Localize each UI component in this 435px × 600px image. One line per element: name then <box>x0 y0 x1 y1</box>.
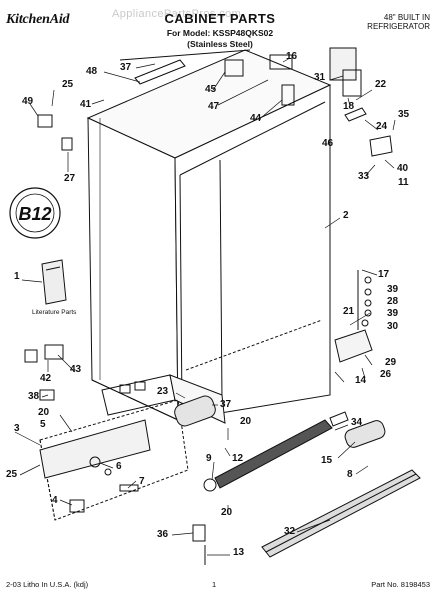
callout-28: 28 <box>387 296 399 307</box>
callout-20: 20 <box>38 407 50 418</box>
callout-37: 37 <box>120 62 132 73</box>
toe-grille <box>214 411 349 489</box>
literature-pack <box>41 259 67 305</box>
callout-25: 25 <box>6 469 18 480</box>
callout-44: 44 <box>250 113 262 124</box>
callout-24: 24 <box>376 121 388 132</box>
callout-11: 11 <box>398 177 409 188</box>
callout-23: 23 <box>157 386 169 397</box>
callout-42: 42 <box>40 373 52 384</box>
callout-30: 30 <box>387 321 399 332</box>
callout-7: 7 <box>139 476 145 487</box>
callout-21: 21 <box>343 306 355 317</box>
callout-20: 20 <box>240 416 252 427</box>
product-type-line2: REFRIGERATOR <box>367 22 430 31</box>
callout-39: 39 <box>387 284 399 295</box>
callout-36: 36 <box>157 529 169 540</box>
callout-13: 13 <box>233 547 245 558</box>
callout-5: 5 <box>40 419 46 430</box>
callout-25: 25 <box>62 79 74 90</box>
product-type-line1: 48" BUILT IN <box>383 13 430 22</box>
rollers <box>174 395 386 492</box>
callout-22: 22 <box>375 79 387 90</box>
callout-14: 14 <box>355 375 367 386</box>
callout-9: 9 <box>206 453 212 464</box>
variant-line: (Stainless Steel) <box>187 39 253 49</box>
callout-2: 2 <box>343 210 349 221</box>
callout-35: 35 <box>398 109 410 120</box>
footer-part-number: Part No. 8198453 <box>371 580 430 589</box>
callout-38: 38 <box>28 391 40 402</box>
callout-45: 45 <box>205 84 217 95</box>
callout-48: 48 <box>86 66 98 77</box>
callout-40: 40 <box>397 163 409 174</box>
leader-lines <box>14 57 396 556</box>
callout-39: 39 <box>387 308 399 319</box>
callout-34: 34 <box>351 417 363 428</box>
watermark: AppliancePartsPros.com <box>112 8 242 20</box>
callout-18: 18 <box>343 101 355 112</box>
footer-litho: 2-03 Litho In U.S.A. (kdj) <box>6 580 89 589</box>
cabinet-shell <box>86 49 332 421</box>
base-rail <box>39 419 151 513</box>
callout-26: 26 <box>380 369 392 380</box>
model-line: For Model: KSSP48QKS02 <box>166 28 274 38</box>
callout-20: 20 <box>221 507 233 518</box>
callout-41: 41 <box>80 99 92 110</box>
callout-4: 4 <box>52 495 58 506</box>
base-tray <box>39 399 189 521</box>
callout-32: 32 <box>284 526 296 537</box>
callout-17: 17 <box>378 269 390 280</box>
callout-47: 47 <box>208 101 220 112</box>
hinge-assembly <box>334 107 393 363</box>
callout-8: 8 <box>347 469 353 480</box>
callout-29: 29 <box>385 357 397 368</box>
kickplate <box>261 469 421 558</box>
literature-parts-label: Literature Parts <box>32 309 77 316</box>
footer-page-number: 1 <box>212 580 217 589</box>
callout-49: 49 <box>22 96 34 107</box>
b12-badge <box>9 187 61 239</box>
callout-16: 16 <box>286 51 298 62</box>
callout-33: 33 <box>358 171 370 182</box>
callout-6: 6 <box>116 461 122 472</box>
callout-12: 12 <box>232 453 244 464</box>
callout-3: 3 <box>14 423 20 434</box>
bottom-bracket <box>192 524 206 565</box>
brand-logo: KitchenAid <box>6 12 70 27</box>
callout-37: 37 <box>220 399 232 410</box>
callout-27: 27 <box>64 173 76 184</box>
b12-badge-text: B12 <box>18 204 51 224</box>
callout-43: 43 <box>70 364 82 375</box>
top-brackets <box>134 47 362 106</box>
callout-15: 15 <box>321 455 333 466</box>
callout-1: 1 <box>14 271 20 282</box>
left-clips <box>24 114 73 401</box>
callout-46: 46 <box>322 138 334 149</box>
callout-31: 31 <box>314 72 326 83</box>
page-title: CABINET PARTS <box>164 11 276 26</box>
